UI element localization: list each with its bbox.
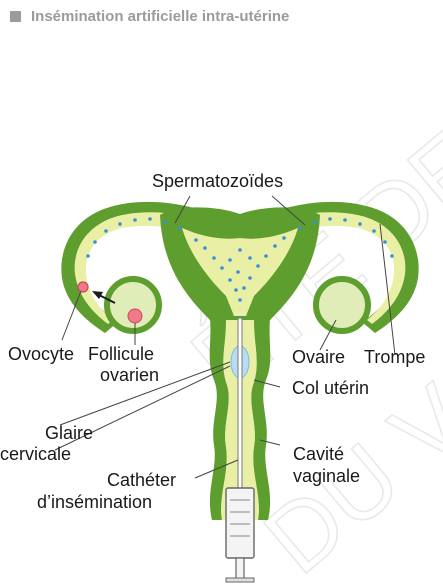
ovocyte-cell <box>78 282 88 292</box>
label-spermatozoides: Spermatozoïdes <box>152 171 283 191</box>
label-catheter-2: d’insémination <box>37 492 152 512</box>
label-cavite-1: Cavité <box>293 444 344 464</box>
ovary-right <box>316 279 368 331</box>
label-follicule-2: ovarien <box>100 365 159 385</box>
label-ovocyte: Ovocyte <box>8 344 74 364</box>
label-glaire-2: cervicale <box>0 444 71 464</box>
label-follicule-1: Follicule <box>88 344 154 364</box>
syringe-barrel <box>226 488 254 558</box>
label-cavite-2: vaginale <box>293 466 360 486</box>
label-col-uterin: Col utérin <box>292 378 369 398</box>
syringe-plunger <box>236 558 244 580</box>
ovocyte-arrow-head <box>92 291 103 299</box>
follicle <box>128 309 142 323</box>
label-catheter-1: Cathéter <box>107 470 176 490</box>
label-glaire-1: Glaire <box>45 423 93 443</box>
label-ovaire: Ovaire <box>292 347 345 367</box>
label-trompe: Trompe <box>364 347 425 367</box>
catheter-tube <box>238 318 242 488</box>
